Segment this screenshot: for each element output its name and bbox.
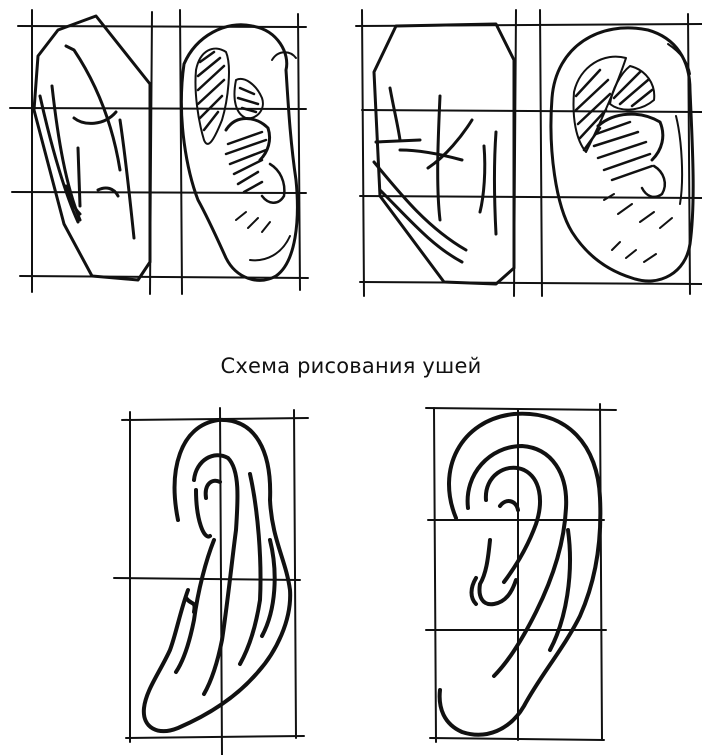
- ear-block-in-1: [34, 16, 150, 280]
- ear-shaded-1: [181, 25, 297, 281]
- caption-title: Схема рисования ушей: [220, 354, 482, 378]
- bottom-right-grid: [426, 404, 616, 742]
- ear-block-in-2: [374, 24, 514, 284]
- ear-shaded-2: [551, 28, 693, 281]
- ear-contour-2: [440, 414, 601, 735]
- ear-contour-1: [144, 420, 290, 731]
